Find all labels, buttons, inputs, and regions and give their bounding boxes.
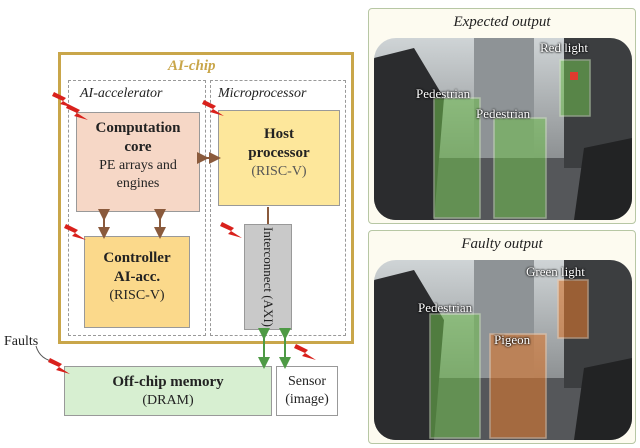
faulty-pedestrian-box	[429, 313, 481, 439]
fault-bolt-memory-icon	[48, 358, 70, 374]
faulty-scene-image	[374, 260, 632, 440]
computation-core-title-1: Computation	[95, 120, 181, 136]
host-processor-title-2: processor	[248, 145, 310, 161]
expected-output-title: Expected output	[453, 14, 551, 30]
fault-bolt-interconnect-icon	[220, 222, 242, 238]
ai-chip-title: AI-chip	[168, 58, 216, 74]
microprocessor-title: Microprocessor	[218, 86, 307, 101]
expected-pedestrian-box-2	[493, 117, 547, 219]
sensor-sub: (image)	[285, 392, 329, 407]
fault-bolt-sensor-icon	[294, 344, 316, 360]
computation-core-sub-1: PE arrays and	[99, 158, 177, 173]
faulty-street-illustration	[374, 260, 632, 440]
host-processor-title-1: Host	[264, 126, 294, 142]
host-processor-box: Host processor (RISC-V)	[218, 110, 340, 206]
expected-scene-image	[374, 38, 632, 220]
interconnect-box	[244, 224, 292, 330]
ai-accelerator-section	[68, 80, 206, 336]
controller-box: Controller AI-acc. (RISC-V)	[84, 236, 190, 328]
faulty-green-light-box	[557, 279, 589, 339]
ai-accelerator-title: AI-accelerator	[80, 86, 163, 101]
expected-street-illustration	[374, 38, 632, 220]
microprocessor-section	[210, 80, 346, 336]
offchip-memory-box: Off-chip memory (DRAM)	[64, 366, 272, 416]
ai-chip-frame	[58, 52, 354, 344]
offchip-memory-title: Off-chip memory	[112, 374, 224, 390]
computation-core-title-2: core	[124, 139, 152, 155]
expected-label-red-light: Red light	[540, 40, 589, 55]
fault-bolt-computation-icon	[66, 104, 88, 120]
controller-sub: (RISC-V)	[109, 288, 165, 303]
red-light-icon	[570, 72, 578, 80]
computation-core-sub-2: engines	[116, 176, 160, 191]
faults-label: Faults	[4, 334, 39, 349]
expected-label-pedestrian-1: Pedestrian	[416, 86, 471, 101]
sensor-title: Sensor	[287, 374, 327, 389]
faulty-label-pedestrian: Pedestrian	[418, 300, 473, 315]
host-processor-sub: (RISC-V)	[251, 164, 307, 179]
expected-red-light-box	[559, 59, 591, 117]
fault-bolt-host-icon	[202, 100, 224, 116]
faulty-output-title: Faulty output	[461, 236, 543, 252]
controller-title-1: Controller	[103, 250, 171, 266]
sensor-box: Sensor (image)	[276, 366, 338, 416]
faulty-label-pigeon: Pigeon	[494, 332, 531, 347]
faulty-label-green-light: Green light	[526, 264, 585, 279]
expected-pedestrian-box-1	[433, 97, 481, 219]
controller-title-2: AI-acc.	[113, 269, 161, 285]
faulty-pigeon-box	[489, 333, 547, 439]
expected-label-pedestrian-2: Pedestrian	[476, 106, 531, 121]
fault-bolt-accelerator-icon	[52, 92, 74, 108]
fault-bolt-controller-icon	[64, 224, 86, 240]
offchip-memory-sub: (DRAM)	[142, 393, 194, 408]
